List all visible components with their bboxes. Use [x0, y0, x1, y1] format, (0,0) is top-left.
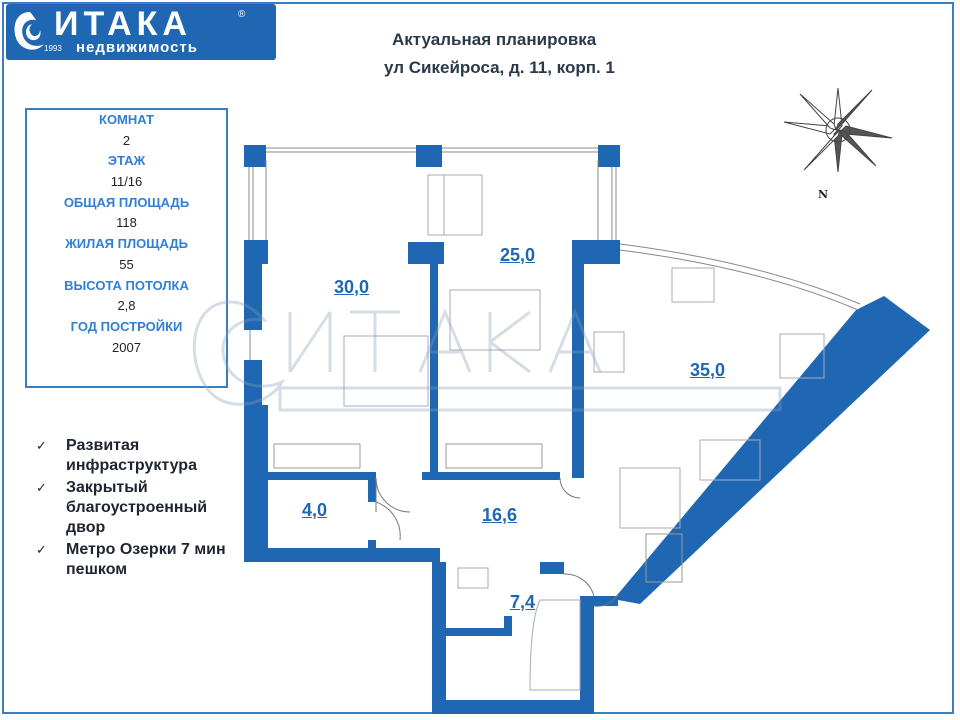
- year-value: 2007: [112, 339, 141, 355]
- room-3-area: 35,0: [690, 360, 726, 380]
- compass-rose-icon: N: [783, 87, 893, 200]
- compass-north-label: N: [818, 188, 828, 200]
- storage-area: 4,0: [302, 500, 328, 520]
- feature-text: Закрытый благоустроенный двор: [66, 479, 208, 536]
- year-label: ГОД ПОСТРОЙКИ: [70, 318, 183, 334]
- hall-area: 16,6: [482, 505, 518, 525]
- floor-value: 11/16: [110, 174, 143, 190]
- living-area-label: ЖИЛАЯ ПЛОЩАДЬ: [65, 236, 188, 252]
- feature-text: Развитая инфраструктура: [66, 437, 197, 474]
- rooms-value: 2: [122, 132, 131, 148]
- total-area-label: ОБЩАЯ ПЛОЩАДЬ: [63, 194, 190, 210]
- logo-brand: ИТАКА: [54, 5, 192, 43]
- rooms-label: КОМНАТ: [99, 112, 154, 127]
- info-box: КОМНАТ 2 ЭТАЖ 11/16 ОБЩАЯ ПЛОЩАДЬ 118 ЖИ…: [25, 108, 228, 388]
- feature-item: ✓ Закрытый благоустроенный двор: [36, 478, 241, 538]
- logo-reg-mark: ®: [238, 9, 246, 20]
- features-list: ✓ Развитая инфраструктура ✓ Закрытый благо…: [36, 436, 241, 582]
- floor-label: ЭТАЖ: [107, 153, 146, 169]
- page-title: Актуальная планировка: [392, 30, 597, 49]
- page-address: ул Сикейроса, д. 11, корп. 1: [384, 58, 615, 77]
- radiators: [273, 443, 683, 583]
- room-2-area: 25,0: [500, 245, 536, 265]
- itaka-logo: ИТАКА ® 1993 недвижимость: [6, 4, 276, 60]
- furniture: [343, 174, 825, 691]
- bath-area: 7,4: [510, 592, 536, 612]
- logo-year: 1993: [44, 44, 62, 53]
- ceiling-value: 2,8: [117, 298, 136, 314]
- check-icon: ✓: [36, 480, 47, 495]
- feature-item: ✓ Развитая инфраструктура: [36, 436, 241, 476]
- total-area-value: 118: [116, 215, 137, 231]
- ceiling-label: ВЫСОТА ПОТОЛКА: [64, 277, 189, 293]
- walls: [244, 145, 930, 714]
- logo-tagline: недвижимость: [76, 39, 198, 56]
- feature-item: ✓ Метро Озерки 7 мин пешком: [36, 540, 241, 580]
- balcony: [265, 160, 599, 240]
- room-1-area: 30,0: [334, 277, 370, 297]
- logo-swirl-icon: [14, 12, 45, 50]
- check-icon: ✓: [36, 542, 47, 557]
- windows: [248, 147, 861, 360]
- doors: [375, 477, 619, 607]
- living-area-value: 55: [119, 256, 134, 272]
- feature-text: Метро Озерки 7 мин пешком: [66, 541, 226, 578]
- check-icon: ✓: [36, 438, 47, 453]
